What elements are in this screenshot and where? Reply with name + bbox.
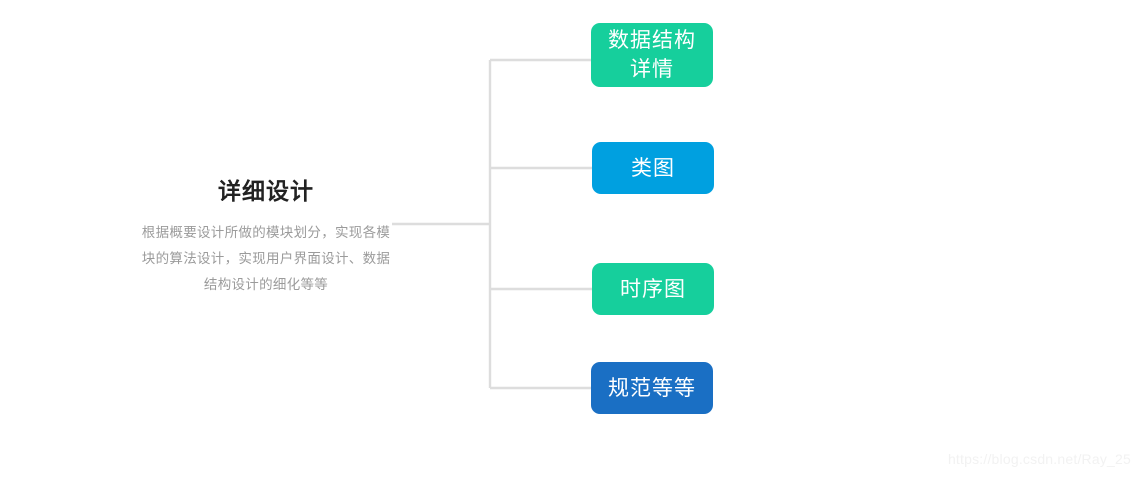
branch-node-label: 类图	[631, 156, 675, 180]
root-description: 根据概要设计所做的模块划分，实现各模块的算法设计，实现用户界面设计、数据结构设计…	[141, 225, 391, 292]
branch-node-label: 时序图	[620, 277, 686, 301]
branch-node-spec-etc[interactable]: 规范等等	[591, 362, 713, 414]
branch-node-class-diagram[interactable]: 类图	[592, 142, 714, 194]
watermark: https://blog.csdn.net/Ray_25	[947, 451, 1131, 467]
root-title: 详细设计	[218, 178, 314, 204]
root-node[interactable]: 详细设计 根据概要设计所做的模块划分，实现各模块的算法设计，实现用户界面设计、数…	[130, 176, 402, 298]
branch-node-label: 数据结构 详情	[608, 29, 696, 81]
branch-node-label: 规范等等	[608, 376, 696, 400]
branch-node-data-structure[interactable]: 数据结构 详情	[591, 23, 713, 87]
branch-node-sequence-diagram[interactable]: 时序图	[592, 263, 714, 315]
